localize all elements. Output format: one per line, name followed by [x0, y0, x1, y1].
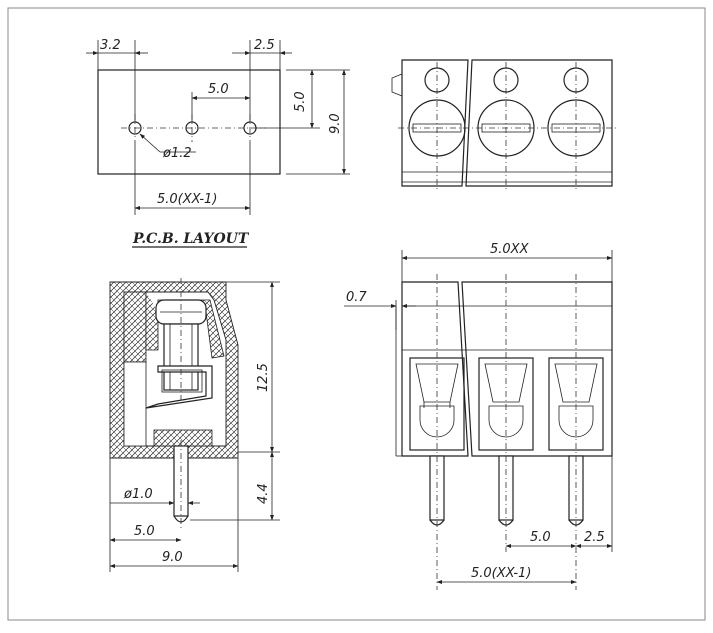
- pcb-layout-view: 3.2 2.5 5.0 5.0 9.0 ø1.2 5.0(XX-1): [86, 38, 350, 215]
- dim-pitch-front: 5.0: [530, 530, 551, 545]
- dim-pin-diameter: ø1.0: [123, 487, 153, 502]
- dim-pin-offset: 5.0: [134, 524, 155, 539]
- dim-height: 9.0: [328, 113, 343, 134]
- dim-span: 5.0(XX-1): [157, 192, 217, 207]
- dim-left-offset: 3.2: [100, 38, 121, 53]
- dim-step: 0.7: [346, 290, 367, 305]
- front-view: 5.0XX 0.7 5.0 2.5 5.0(XX-1): [344, 242, 613, 590]
- top-view: [391, 59, 616, 190]
- side-section-view: 12.5 4.4 ø1.0 5.0 9.0: [109, 278, 280, 572]
- dim-span-front: 5.0(XX-1): [471, 566, 531, 581]
- dim-depth: 9.0: [162, 550, 183, 565]
- border-frame: [7, 7, 706, 621]
- pcb-layout-title: P.C.B. LAYOUT: [132, 231, 250, 247]
- dim-pin-length: 4.4: [256, 483, 271, 504]
- dim-hole-to-top: 5.0: [293, 91, 308, 112]
- dim-total-width: 5.0XX: [490, 242, 530, 257]
- dim-pitch: 5.0: [208, 82, 229, 97]
- dim-body-height: 12.5: [256, 363, 271, 392]
- pcb-outline: [97, 69, 281, 175]
- dim-hole-diameter: ø1.2: [162, 146, 192, 161]
- dim-right-offset: 2.5: [254, 38, 275, 53]
- dim-edge: 2.5: [584, 530, 605, 545]
